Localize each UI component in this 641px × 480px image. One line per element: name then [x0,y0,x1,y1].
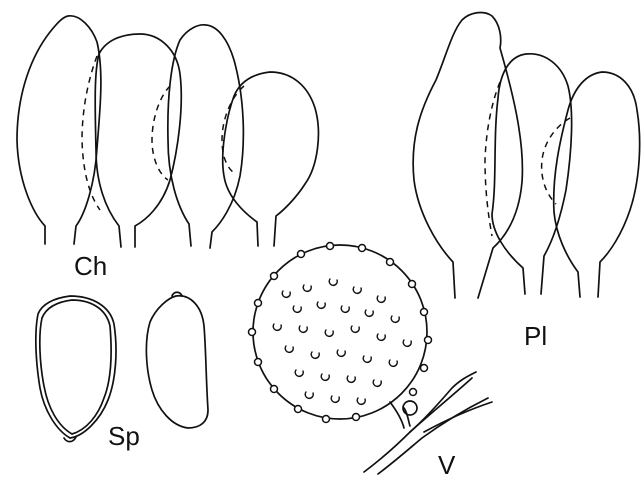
veil-attachment-cell [403,401,417,415]
pleurocystidium-2 [492,54,572,294]
veil-ornamentation [273,279,411,404]
cheilocystidium-1 [17,16,101,244]
pleurocystidium-1 [413,13,522,298]
label-ch: Ch [74,253,107,279]
veil-cell-wall [253,245,427,419]
spore-1 [36,296,116,438]
spores-group [36,292,208,441]
cheilocystidia-group [17,16,318,248]
label-sp: Sp [108,423,140,449]
label-v: V [438,452,455,478]
pleurocystidia-group [413,13,640,298]
veil-cell-group [249,243,493,475]
veil-warts [249,243,432,423]
spore-2 [146,296,208,428]
label-pl: Pl [524,323,547,349]
cheilocystidium-4 [223,72,319,246]
